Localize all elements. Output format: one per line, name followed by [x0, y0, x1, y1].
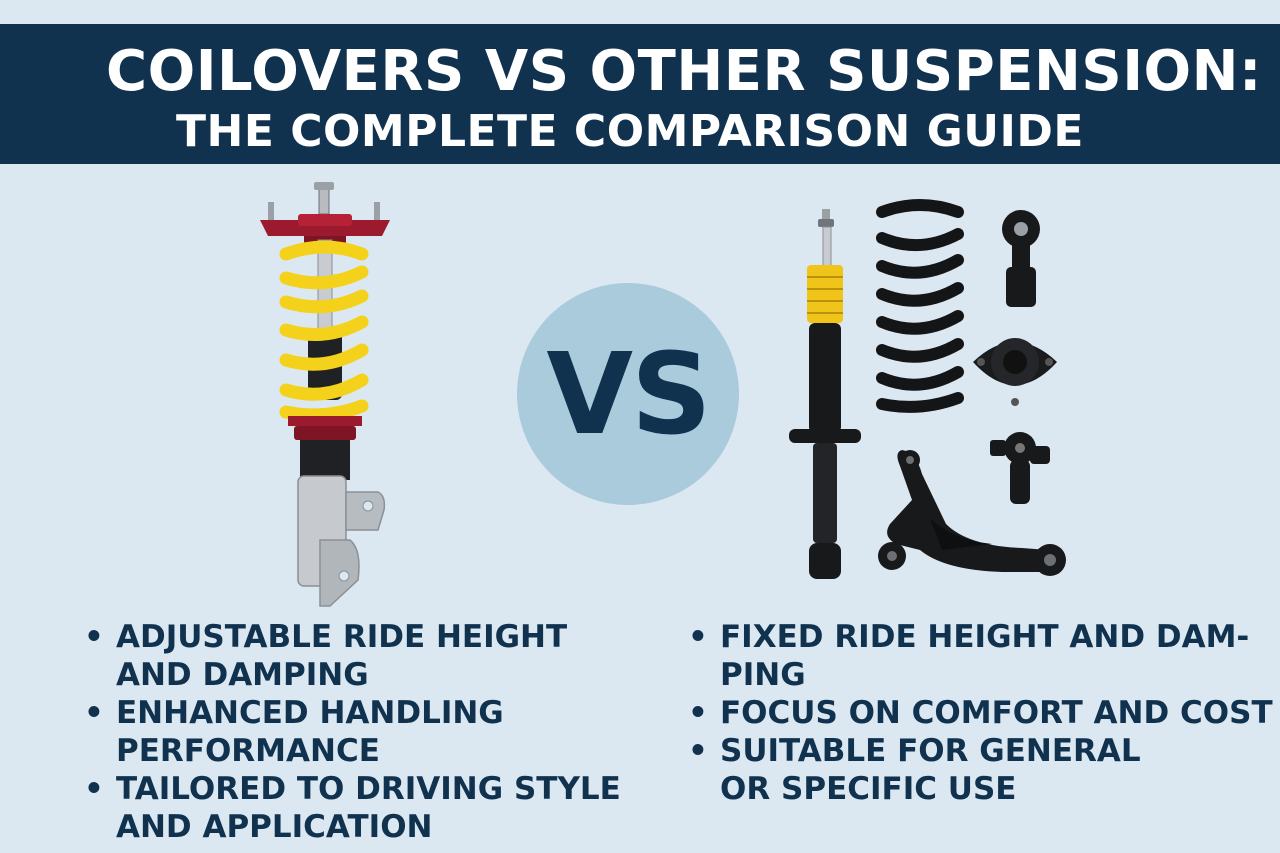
coilover-shock-icon — [260, 182, 390, 607]
bullet: • — [84, 619, 104, 655]
page-title: COILOVERS VS OTHER SUSPENSION: — [106, 39, 1262, 104]
feature-text-line: PERFORMANCE — [116, 733, 380, 769]
feature-text-line: FOCUS ON COMFORT AND COST — [720, 695, 1273, 731]
ball-joint-icon — [990, 432, 1050, 504]
control-arm-icon — [878, 450, 1066, 576]
coilover-feature-list: • ADJUSTABLE RIDE HEIGHT AND DAMPING • E… — [84, 618, 644, 846]
feature-text-line: ENHANCED HANDLING — [116, 695, 504, 731]
bullet: • — [84, 695, 104, 731]
feature-text-line: ADJUSTABLE RIDE HEIGHT — [116, 619, 568, 655]
vs-badge — [517, 283, 739, 505]
feature-text-line: AND APPLICATION — [116, 809, 433, 845]
feature-text-line: OR SPECIFIC USE — [720, 771, 1017, 807]
bullet: • — [688, 733, 708, 769]
feature-text-line: AND DAMPING — [116, 657, 369, 693]
coil-spring-icon — [876, 199, 964, 413]
feature-text-line: TAILORED TO DRIVING STYLE — [116, 771, 621, 807]
list-item: • TAILORED TO DRIVING STYLE AND APPLICAT… — [84, 770, 644, 846]
title-banner — [0, 24, 1280, 164]
feature-text-line: PING — [720, 657, 806, 693]
list-item: • ENHANCED HANDLING PERFORMANCE — [84, 694, 644, 770]
shock-absorber-icon — [789, 209, 861, 579]
list-item: • FIXED RIDE HEIGHT AND DAM- PING — [688, 618, 1268, 694]
feature-text-line: FIXED RIDE HEIGHT AND DAM- — [720, 619, 1250, 655]
end-link-icon — [1002, 210, 1040, 307]
bullet: • — [84, 771, 104, 807]
bullet: • — [688, 619, 708, 655]
other-suspension-feature-list: • FIXED RIDE HEIGHT AND DAM- PING • FOCU… — [688, 618, 1273, 808]
feature-text-line: SUITABLE FOR GENERAL — [720, 733, 1141, 769]
bullet: • — [688, 695, 708, 731]
list-item: • SUITABLE FOR GENERAL OR SPECIFIC USE — [688, 732, 1268, 808]
strut-mount-icon — [973, 338, 1057, 406]
list-item: • FOCUS ON COMFORT AND COST — [688, 694, 1273, 732]
list-item: • ADJUSTABLE RIDE HEIGHT AND DAMPING — [84, 618, 644, 694]
vs-label: VS — [546, 330, 711, 460]
page-subtitle: THE COMPLETE COMPARISON GUIDE — [176, 106, 1084, 157]
